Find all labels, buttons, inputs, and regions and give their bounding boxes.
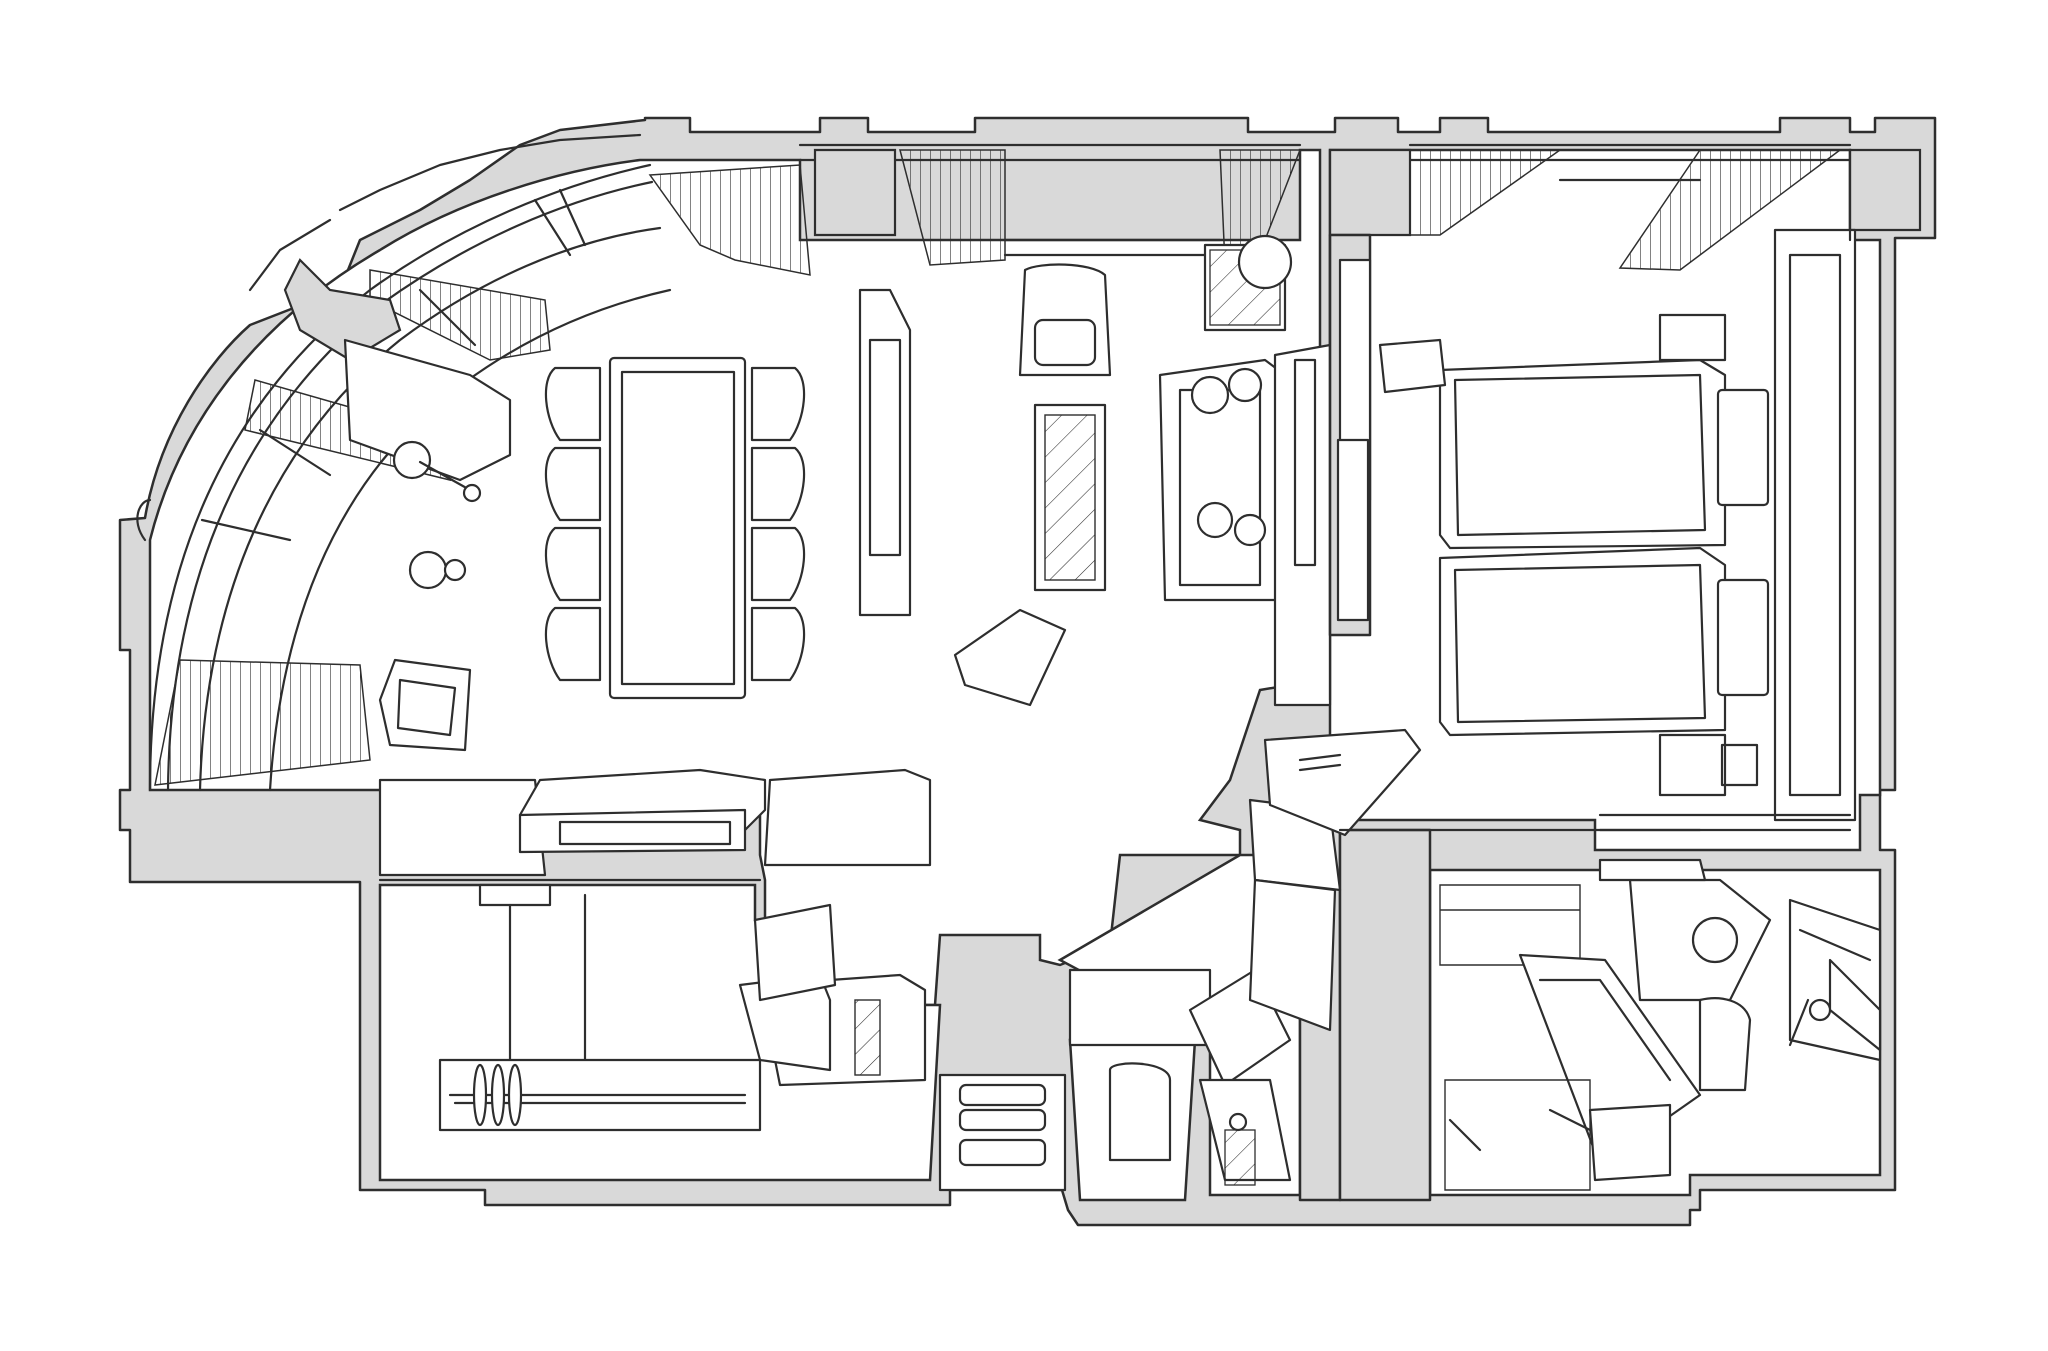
curved-window-wall: [136, 133, 811, 792]
walk-in-closet-fixtures: [438, 883, 927, 1132]
dining-chair: [544, 366, 806, 682]
bathroom-fixtures: [1439, 858, 1882, 1191]
twin-beds: [1438, 358, 1770, 737]
interior-walls: [1248, 728, 1702, 1202]
toilet-fixtures: [1068, 968, 1292, 1186]
living-furniture: [858, 234, 1332, 707]
entry-door: [938, 1073, 1067, 1192]
console-desk: [378, 768, 932, 877]
wall-edges: [378, 148, 1852, 882]
top-windows: [798, 143, 1922, 271]
bedroom-furniture: [1328, 228, 1857, 832]
dining-table-set: [378, 356, 806, 752]
